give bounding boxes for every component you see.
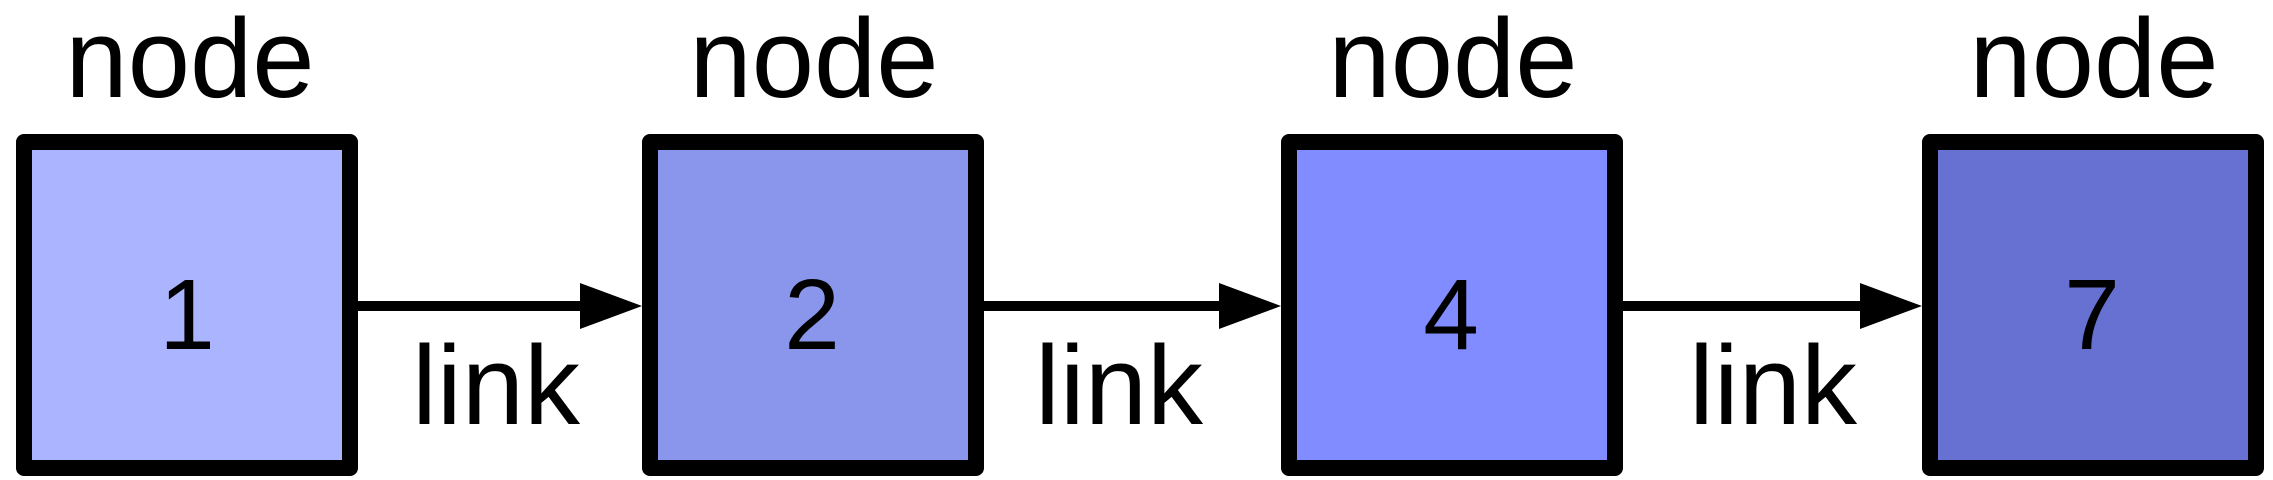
node-2-value: 2 [784,259,840,371]
node-2-box [642,134,984,476]
node-2-label: node [689,0,938,121]
node-4-label: node [1969,0,2218,121]
link-2: link [976,283,1281,448]
node-3: node 4 [1281,0,1623,476]
node-1-box [16,134,358,476]
link-2-arrowhead [1219,283,1281,329]
node-1-label: node [65,0,314,121]
link-1-label: link [412,323,581,448]
link-3: link [1615,283,1922,448]
node-2: node 2 [642,0,984,476]
link-3-label: link [1689,323,1858,448]
link-2-label: link [1035,323,1204,448]
node-4-box [1922,134,2264,476]
node-1: node 1 [16,0,358,476]
link-1: link [350,283,642,448]
node-1-value: 1 [159,259,215,371]
node-3-label: node [1328,0,1577,121]
node-4-value: 7 [2064,259,2120,371]
node-3-box [1281,134,1623,476]
link-1-arrowhead [580,283,642,329]
node-4: node 7 [1922,0,2264,476]
node-3-value: 4 [1423,259,1479,371]
link-3-arrowhead [1860,283,1922,329]
